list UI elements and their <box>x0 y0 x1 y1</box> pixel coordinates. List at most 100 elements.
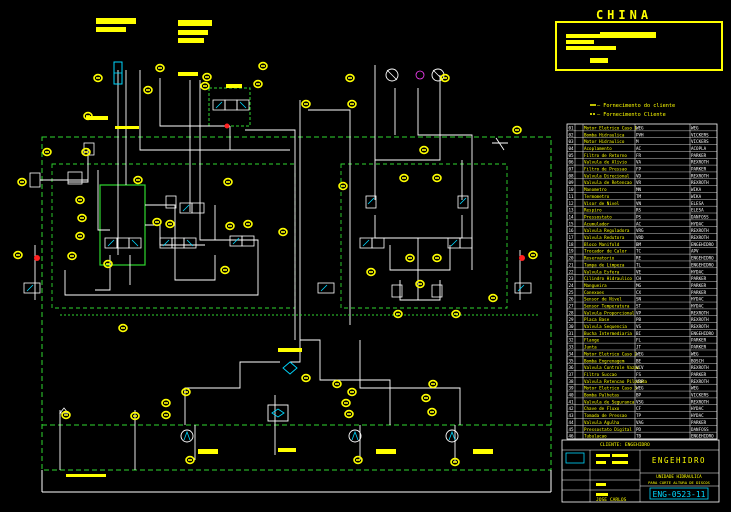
cell-maker: ELESA <box>691 201 704 206</box>
pipe <box>492 137 508 151</box>
cell-number: 06 <box>568 160 574 165</box>
cell-reference: FR <box>636 153 642 158</box>
balloon-icon <box>332 379 342 389</box>
pipe <box>374 215 463 239</box>
balloon-icon <box>185 455 195 465</box>
balloon-number-mark <box>256 83 260 85</box>
balloon-icon <box>253 79 263 89</box>
cell-description: Tubulacao <box>584 434 607 439</box>
cell-maker: ACOPLA <box>691 146 707 151</box>
balloon-number-mark <box>408 257 412 259</box>
cell-reference: PD <box>636 427 642 432</box>
cell-maker: PARKER <box>691 167 707 172</box>
cell-maker: ENGEHIDRO <box>691 331 714 336</box>
balloon-number-mark <box>86 115 90 117</box>
cell-description: Cilindro Hidraulico <box>584 276 632 281</box>
balloon-icon <box>488 293 498 303</box>
cell-maker: ENGEHIDRO <box>691 242 714 247</box>
cell-description: Valvula Redutora <box>584 235 625 240</box>
cell-maker: REXROTH <box>691 310 709 315</box>
cell-maker: WEG <box>691 351 699 356</box>
cell-maker: WIKA <box>691 187 702 192</box>
balloon-number-mark <box>20 181 24 183</box>
placeholder-bar <box>178 72 198 76</box>
cell-reference: VRG <box>636 228 644 233</box>
balloon-number-mark <box>78 235 82 237</box>
cell-reference: AC <box>636 221 642 226</box>
balloon-icon <box>432 173 442 183</box>
cell-number: 27 <box>568 303 574 308</box>
cell-number: 32 <box>568 338 574 343</box>
cell-reference: JT <box>636 345 642 350</box>
cell-number: 38 <box>568 379 574 384</box>
cell-reference: WEG <box>636 125 644 130</box>
balloon-icon <box>75 195 85 205</box>
drawing-number-box <box>649 487 709 500</box>
balloon-icon <box>243 219 253 229</box>
cell-maker: REXROTH <box>691 228 709 233</box>
country-frame <box>555 21 723 71</box>
cell-description: Sensor Temperatura <box>584 303 630 308</box>
client-label: CLIENTE: ENGEHIDRO <box>600 442 650 448</box>
balloon-icon <box>13 250 23 260</box>
balloon-icon <box>419 145 429 155</box>
cell-number: 25 <box>568 290 574 295</box>
placeholder-bar <box>376 449 396 454</box>
manifold-block-right <box>340 163 508 309</box>
placeholder-bar <box>612 461 628 464</box>
balloon-icon <box>93 73 103 83</box>
pipe <box>389 245 451 271</box>
cell-description: Valvula de Alivio <box>584 160 627 165</box>
balloons <box>13 61 538 467</box>
cell-number: 41 <box>568 399 574 404</box>
logo-box <box>565 452 585 464</box>
placeholder-bar <box>198 449 218 454</box>
cell-maker: PARKER <box>691 290 707 295</box>
balloon-number-mark <box>78 199 82 201</box>
cell-description: Junta <box>584 345 597 350</box>
cell-maker: REXROTH <box>691 317 709 322</box>
balloon-icon <box>344 409 354 419</box>
legend-line-1: — Fornecimento do cliente <box>597 103 675 109</box>
cell-reference: VAG <box>636 420 644 425</box>
balloon-icon <box>347 99 357 109</box>
cell-description: Pressostato Digital <box>584 427 632 432</box>
balloon-icon <box>161 410 171 420</box>
cell-maker: BOSCH <box>691 358 704 363</box>
placeholder-bar <box>278 348 302 352</box>
balloon-icon <box>225 221 235 231</box>
cell-reference: MN <box>636 187 642 192</box>
balloon-number-mark <box>515 129 519 131</box>
cell-maker: VICKERS <box>691 132 709 137</box>
subtitle-2: PARA CORTE ALTURA DE DISCOS <box>648 480 710 485</box>
balloon-icon <box>181 387 191 397</box>
balloon-number-mark <box>188 459 192 461</box>
cell-reference: BM <box>636 242 642 247</box>
balloon-icon <box>450 457 460 467</box>
balloon-icon <box>528 250 538 260</box>
balloon-icon <box>77 213 87 223</box>
pipe <box>145 204 176 260</box>
drawn-by: JOSE CARLOS <box>596 497 627 503</box>
balloon-icon <box>341 398 351 408</box>
cell-reference: TB <box>636 434 642 439</box>
cell-description: Valvula Retencao Pilotada <box>584 379 648 384</box>
title-block-bottom: CLIENTE: ENGEHIDRO ENGEHIDRO UNIDADE HID… <box>561 439 720 503</box>
balloon-number-mark <box>158 67 162 69</box>
cell-number: 43 <box>568 413 574 418</box>
balloon-number-mark <box>164 402 168 404</box>
placeholder-bar <box>590 58 608 63</box>
cell-maker: ENGEHIDRO <box>691 434 714 439</box>
balloon-number-mark <box>146 89 150 91</box>
